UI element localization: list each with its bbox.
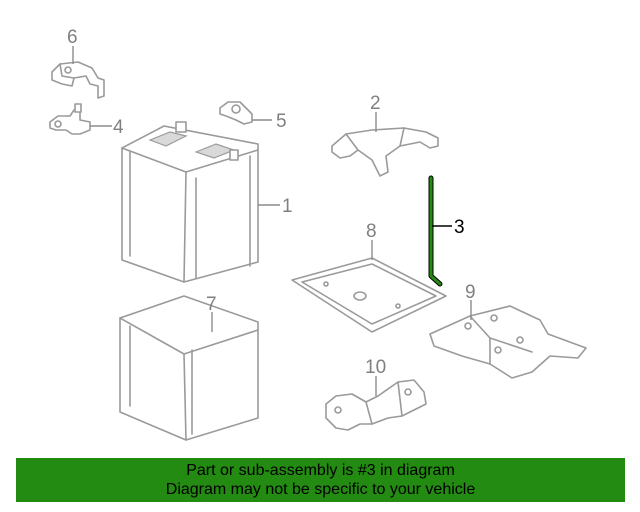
footer-banner: Part or sub-assembly is #3 in diagram Di… — [16, 458, 625, 502]
part-7-battery-insulator[interactable] — [119, 295, 259, 441]
callout-5: 5 — [276, 111, 287, 132]
parts-diagram: 6 4 5 2 1 3 8 7 9 10 — [49, 27, 587, 441]
part-8-battery-tray[interactable] — [291, 257, 447, 333]
part-6-terminal-cover[interactable] — [51, 61, 105, 99]
part-9-tray-support[interactable] — [429, 305, 587, 379]
part-2-hold-down-clamp[interactable] — [331, 127, 439, 177]
callout-6: 6 — [67, 27, 78, 48]
part-10-bracket[interactable] — [325, 379, 427, 431]
part-5-terminal[interactable] — [219, 101, 253, 125]
callout-2: 2 — [370, 93, 381, 114]
callout-3: 3 — [454, 217, 465, 238]
footer-line-1: Part or sub-assembly is #3 in diagram — [186, 462, 455, 479]
part-4-terminal-clamp[interactable] — [49, 103, 91, 135]
callout-1: 1 — [282, 196, 293, 217]
callout-4: 4 — [113, 117, 124, 138]
part-1-battery[interactable] — [121, 121, 259, 283]
callout-10: 10 — [365, 357, 386, 378]
callout-lines — [72, 46, 472, 396]
callout-8: 8 — [366, 221, 377, 242]
part-3-hold-down-rod[interactable] — [428, 175, 443, 287]
callout-9: 9 — [465, 282, 476, 303]
footer-line-2: Diagram may not be specific to your vehi… — [165, 481, 476, 498]
callout-7: 7 — [206, 294, 217, 315]
